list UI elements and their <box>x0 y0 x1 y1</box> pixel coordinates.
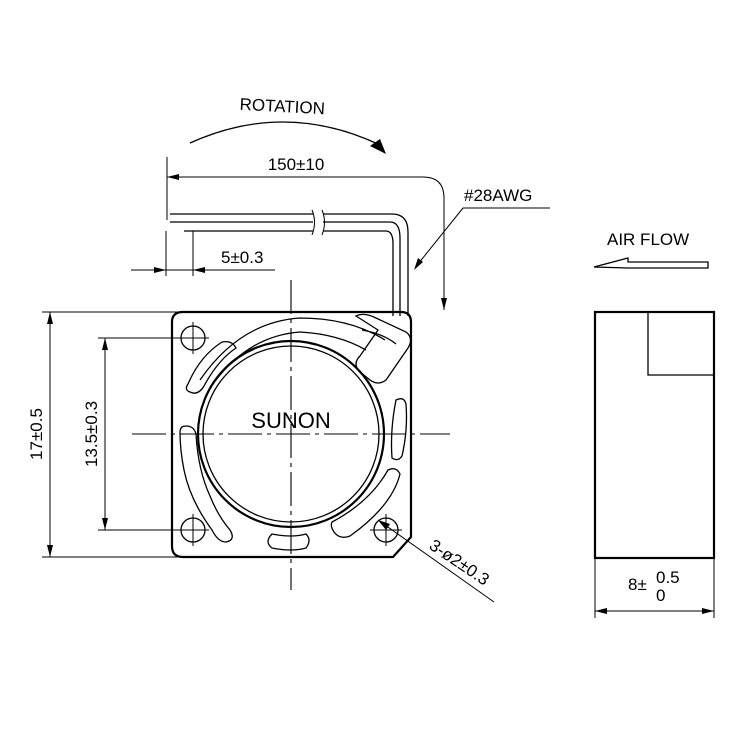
rotation-label: ROTATION <box>239 95 325 118</box>
wire-gauge-callout: #28AWG <box>414 186 550 270</box>
wire-gauge-label: #28AWG <box>464 186 532 205</box>
cable-exit <box>354 313 412 384</box>
frame-slot <box>390 398 408 461</box>
frame-slot <box>185 340 237 394</box>
depth-base-label: 8± <box>628 575 647 594</box>
rotation-arrow-icon <box>370 139 386 154</box>
frame-slot <box>330 468 401 538</box>
frame-slot <box>267 533 310 551</box>
hole-spacing-dimension: 13.5±0.3 <box>82 337 205 531</box>
depth-upper-tolerance: 0.5 <box>656 568 680 587</box>
brand-label: SUNON <box>251 408 330 433</box>
holes-callout: 3-ø2±0.3 <box>377 519 495 603</box>
side-body <box>593 310 716 560</box>
air-flow-indicator: AIR FLOW <box>593 230 709 269</box>
fan-frame <box>170 310 413 559</box>
fan-side-view: 8± 0.5 0 <box>593 310 716 618</box>
cable-length-label: 150±10 <box>268 155 325 174</box>
cable-length-dimension: 150±10 <box>166 155 447 310</box>
hole-spacing-label: 13.5±0.3 <box>82 401 101 467</box>
height-dimension: 17±0.5 <box>27 311 180 558</box>
strip-length-label: 5±0.3 <box>221 248 263 267</box>
rotation-arc <box>189 121 381 146</box>
fan-front-view: SUNON <box>132 280 450 590</box>
rotation-indicator: ROTATION <box>189 95 386 154</box>
air-flow-arrow-icon <box>593 257 709 269</box>
strip-length-dimension: 5±0.3 <box>131 248 275 273</box>
depth-lower-tolerance: 0 <box>656 586 665 605</box>
holes-label: 3-ø2±0.3 <box>426 536 493 590</box>
air-flow-label: AIR FLOW <box>607 230 689 249</box>
frame-slot <box>179 425 233 543</box>
wires <box>165 209 409 316</box>
height-label: 17±0.5 <box>27 408 46 460</box>
